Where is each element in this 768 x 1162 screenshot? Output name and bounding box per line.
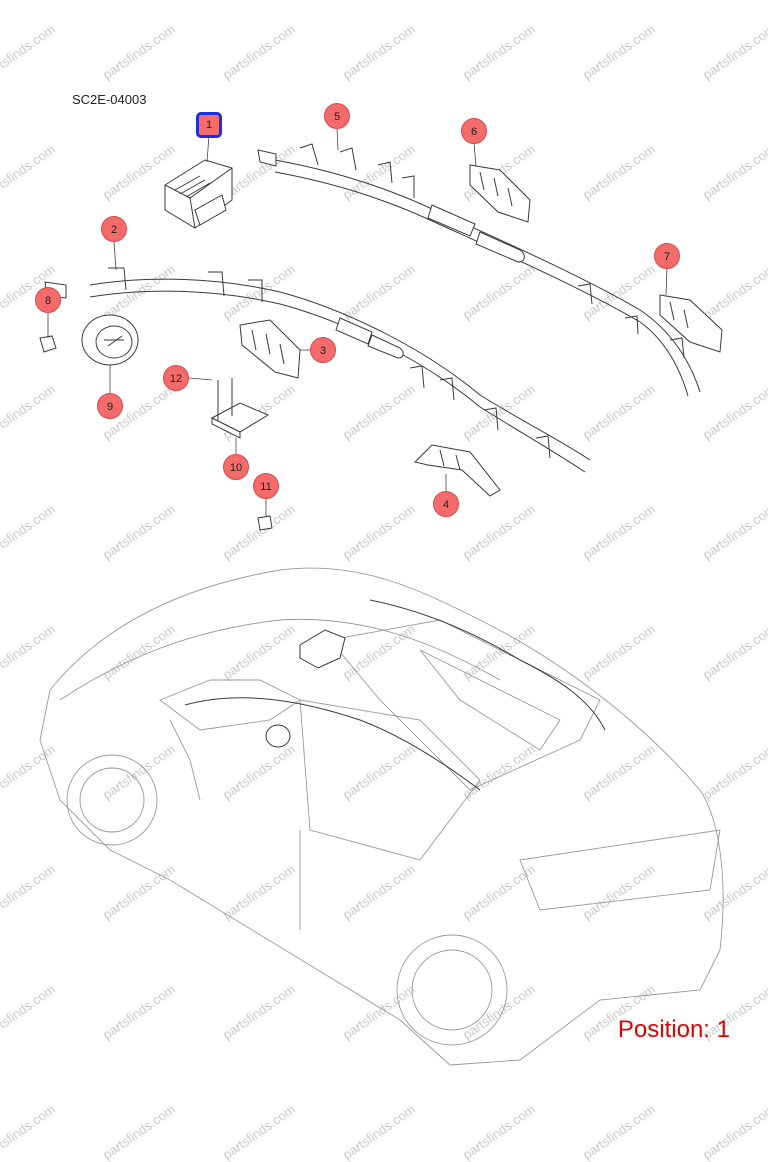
watermark-text: partsfinds.com [0, 1101, 58, 1162]
parts-drawing [39, 127, 724, 1066]
callout-12[interactable]: 12 [163, 365, 189, 391]
part-bracket-3 [239, 319, 310, 379]
callout-6[interactable]: 6 [461, 118, 487, 144]
callout-11[interactable]: 11 [253, 473, 279, 499]
diagram-canvas: partsfinds.com partsfinds.com partsfinds.c… [0, 22, 768, 1162]
callout-2[interactable]: 2 [101, 216, 127, 242]
part-clip-11 [257, 498, 273, 531]
watermark-text: partsfinds.com [100, 1101, 178, 1162]
part-control-module [164, 134, 233, 229]
part-curtain-airbag-right [257, 127, 701, 397]
diagram-code: SC2E-04003 [72, 92, 147, 107]
callout-1[interactable]: 1 [196, 112, 222, 138]
part-driver-airbag [81, 314, 139, 394]
part-bracket-7 [659, 267, 723, 353]
callout-5[interactable]: 5 [324, 103, 350, 129]
watermark-text: partsfinds.com [700, 1101, 768, 1162]
watermark-text: partsfinds.com [340, 1101, 418, 1162]
callout-10[interactable]: 10 [223, 454, 249, 480]
watermark-text: partsfinds.com [580, 1101, 658, 1162]
part-sensor-module [210, 378, 270, 455]
part-bolt-12 [188, 377, 213, 381]
car-outline [39, 567, 724, 1066]
position-label: Position: 1 [617, 1016, 730, 1043]
callout-9[interactable]: 9 [97, 393, 123, 419]
callout-7[interactable]: 7 [654, 243, 680, 269]
part-bracket-6 [469, 142, 531, 223]
callout-8[interactable]: 8 [35, 287, 61, 313]
part-bracket-4 [414, 444, 501, 497]
watermark-text: partsfinds.com [220, 1101, 298, 1162]
callout-3[interactable]: 3 [310, 337, 336, 363]
watermark-text: partsfinds.com [460, 1101, 538, 1162]
part-sensor-8 [39, 312, 57, 353]
callout-4[interactable]: 4 [433, 491, 459, 517]
